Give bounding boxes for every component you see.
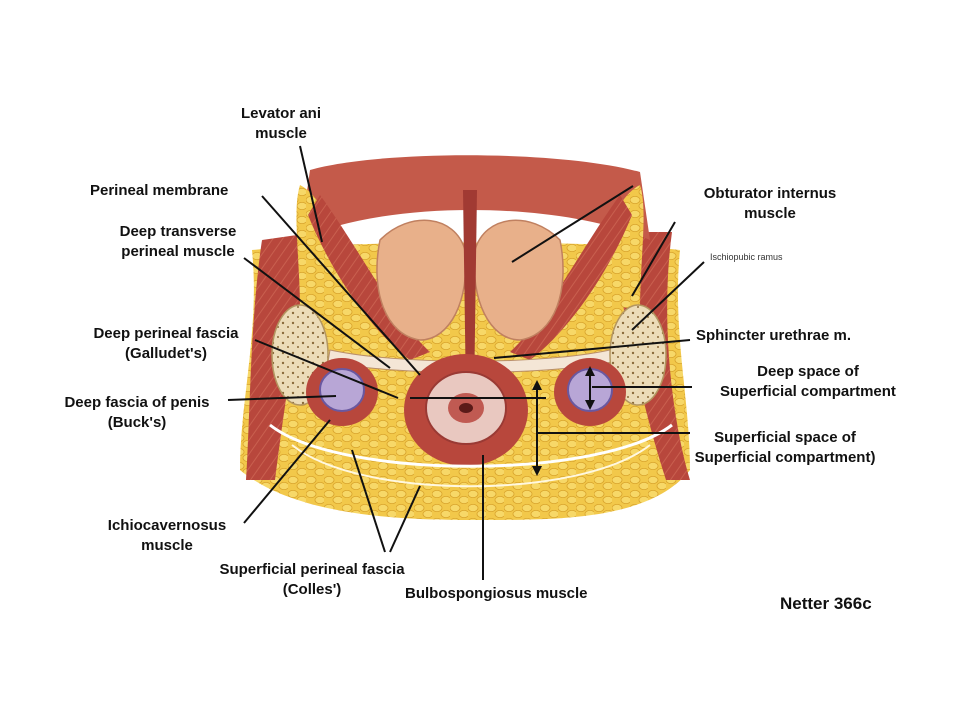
urethra — [463, 190, 477, 400]
leader-colles-b — [389, 485, 421, 553]
label-ischiopubic-ramus: Ischiopubic ramus — [710, 252, 783, 262]
arrowhead-deep-bottom — [585, 400, 595, 410]
leader-ichiocavernosus — [243, 419, 331, 524]
leader-deep-transverse — [243, 257, 391, 369]
leader-deep-perineal-fascia — [254, 339, 399, 399]
bulb-urethra — [459, 403, 473, 413]
label-perineal-membrane: Perineal membrane — [90, 182, 229, 199]
leader-ischiopubic-ramus — [631, 261, 705, 331]
label-deep-perineal-fascia: Deep perineal fascia(Galludet's) — [93, 325, 239, 362]
credit-label: Netter 366c — [780, 594, 872, 613]
arrowhead-superficial-top — [532, 380, 542, 390]
leader-obturator-a — [511, 185, 634, 263]
label-bulbospongiosus: Bulbospongiosus muscle — [405, 585, 588, 602]
leader-perineal-membrane — [261, 195, 421, 376]
leader-levator-ani — [299, 145, 323, 243]
superficial-fascia-line — [291, 444, 651, 488]
label-deep-fascia-penis: Deep fascia of penis(Buck's) — [64, 394, 210, 431]
arrowhead-superficial-bottom — [532, 466, 542, 476]
leader-colles-a — [351, 449, 386, 553]
label-superficial-perineal-fascia: Superficial perineal fascia(Colles') — [219, 561, 405, 598]
leader-sphincter-urethrae — [493, 339, 691, 359]
prostate-left — [376, 219, 467, 341]
leader-obturator-b — [631, 221, 676, 297]
prostate-right — [473, 219, 564, 341]
ischiopubic-ramus-right — [609, 304, 667, 406]
label-sphincter-urethrae: Sphincter urethrae m. — [696, 327, 852, 344]
colles-fascia — [269, 423, 673, 468]
arrowhead-deep-top — [585, 366, 595, 376]
leader-deep-fascia-penis — [227, 395, 337, 401]
